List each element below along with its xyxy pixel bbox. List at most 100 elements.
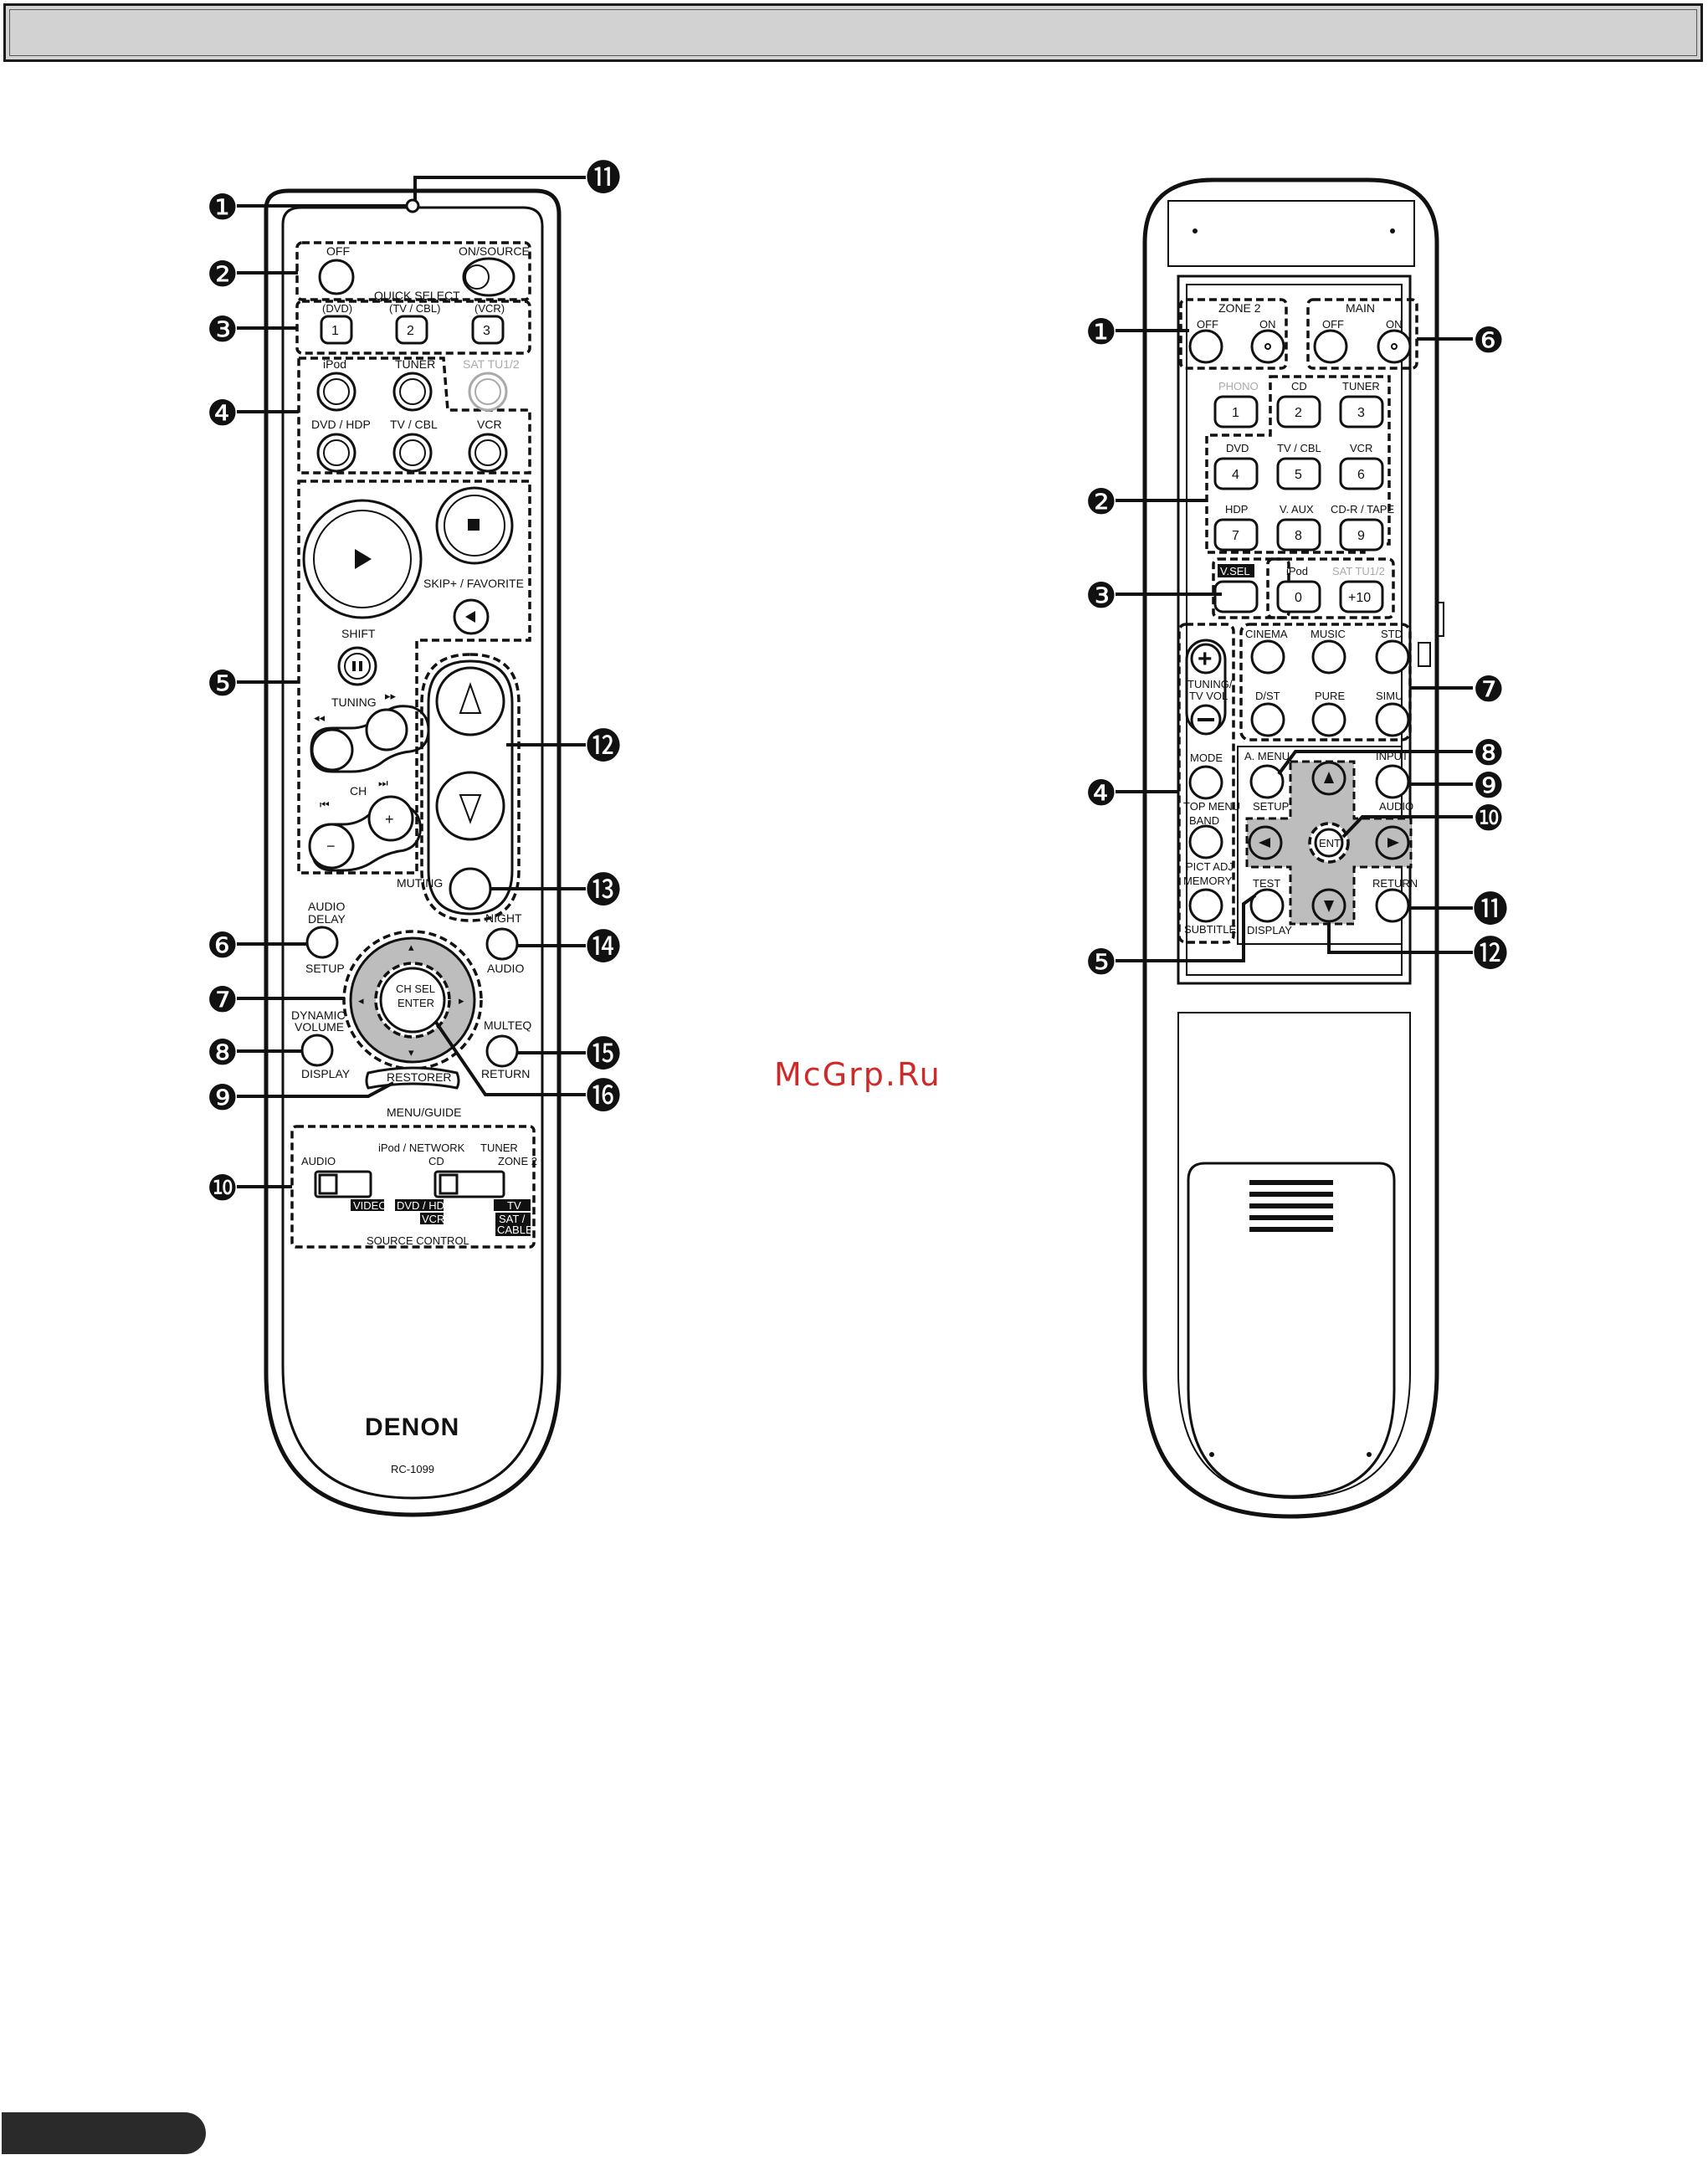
cdr-label: CD-R / TAPE — [1331, 503, 1394, 516]
sw-dvdhdp-label: DVD / HDP — [397, 1199, 452, 1212]
callout-r-1: ❶ — [1085, 312, 1117, 351]
callout-r-8: ❽ — [1473, 733, 1505, 772]
tuner-label-r: TUNER — [1342, 380, 1380, 392]
callout-r-11: ⓫ — [1473, 890, 1508, 929]
quick-select-1-button[interactable] — [320, 315, 353, 345]
std-button[interactable] — [1375, 639, 1410, 675]
ipod-0-button[interactable] — [1276, 580, 1321, 613]
cdr-9-button[interactable] — [1339, 518, 1384, 552]
test-label: TEST — [1253, 877, 1280, 890]
tuner-3-button[interactable] — [1339, 395, 1384, 428]
sw-sat-label: SAT / — [499, 1213, 526, 1225]
cursor-left-icon[interactable]: ◂ — [358, 994, 364, 1007]
main-on-button[interactable] — [1377, 329, 1412, 364]
tuning-up-button[interactable] — [365, 708, 408, 752]
ent-button[interactable] — [1314, 828, 1344, 858]
zone2-off-button[interactable] — [1188, 329, 1223, 364]
pure-label: PURE — [1315, 690, 1345, 702]
input-button[interactable] — [1375, 764, 1410, 799]
quick-select-2-button[interactable] — [395, 315, 428, 345]
dynamic-volume-button[interactable] — [300, 1034, 334, 1067]
cd-2-button[interactable] — [1276, 395, 1321, 428]
quick-select-3-button[interactable] — [471, 315, 505, 345]
cinema-button[interactable] — [1250, 639, 1285, 675]
skip-favorite-label: SKIP+ / FAVORITE — [423, 577, 524, 590]
shift-label: SHIFT — [341, 627, 376, 640]
sw-tv-label: TV — [507, 1199, 521, 1212]
ch-sel-label: CH SEL — [396, 983, 435, 995]
callout-r-7: ❼ — [1473, 670, 1505, 709]
memory-button[interactable] — [1188, 888, 1223, 923]
volume-up-button[interactable] — [435, 666, 505, 736]
ch-sel-enter-button[interactable] — [379, 967, 446, 1034]
ch-plus-button[interactable] — [367, 795, 414, 842]
setup-label: SETUP — [305, 962, 345, 975]
main-off-button[interactable] — [1313, 329, 1348, 364]
pict-adj-label: PICT ADJ — [1186, 860, 1234, 873]
qs1-label: 1 — [331, 324, 339, 338]
callout-r-2: ❷ — [1085, 482, 1117, 521]
audio-delay-label-1: AUDIO — [308, 900, 345, 913]
callout-13: ⓭ — [586, 870, 621, 910]
zone2-label: ZONE 2 — [1218, 301, 1261, 315]
pure-button[interactable] — [1311, 702, 1346, 737]
simu-button[interactable] — [1375, 702, 1410, 737]
plus10-label: +10 — [1348, 591, 1371, 605]
n5-label: 5 — [1295, 468, 1302, 482]
tvvol-label: TV VOL — [1189, 690, 1228, 702]
mode-label: MODE — [1190, 752, 1223, 764]
mode-button[interactable] — [1188, 765, 1223, 800]
vaux-8-button[interactable] — [1276, 518, 1321, 552]
volume-down-button[interactable] — [435, 771, 505, 841]
callout-11: ⓫ — [586, 158, 621, 198]
ch-minus-button[interactable] — [308, 823, 355, 870]
remote-right: ZONE 2 OFF ON MAIN OFF ON PHONO 1 CD 2 T… — [1085, 177, 1508, 1519]
cursor-right-icon[interactable]: ▸ — [459, 994, 464, 1007]
amenu-label: A. MENU — [1244, 750, 1290, 762]
phono-1-button[interactable] — [1213, 395, 1259, 428]
ipod-label-r: iPod — [1286, 565, 1308, 577]
vcr-6-button[interactable] — [1339, 457, 1384, 490]
band-button[interactable] — [1188, 824, 1223, 859]
night-button[interactable] — [485, 927, 519, 961]
music-button[interactable] — [1311, 639, 1346, 675]
cursor-up-icon[interactable]: ▴ — [408, 941, 414, 953]
return-button[interactable] — [1375, 888, 1410, 923]
callout-r-5: ❺ — [1085, 942, 1117, 982]
muting-label: MUTING — [397, 876, 443, 890]
n2-label: 2 — [1295, 406, 1302, 420]
simu-label: SIMU — [1376, 690, 1403, 702]
muting-button[interactable] — [449, 867, 492, 911]
amenu-button[interactable] — [1249, 764, 1285, 799]
vsel-button[interactable] — [1213, 580, 1259, 613]
plus10-button[interactable] — [1339, 580, 1384, 613]
test-button[interactable] — [1249, 888, 1285, 923]
volume-down-icon — [459, 794, 482, 824]
zone2-on-button[interactable] — [1250, 329, 1285, 364]
multeq-button[interactable] — [485, 1034, 519, 1068]
audio-delay-button[interactable] — [305, 926, 339, 959]
main-off-label: OFF — [1322, 318, 1344, 331]
cursor-down-icon[interactable]: ▾ — [408, 1046, 414, 1059]
tuning-plus-button[interactable] — [1190, 643, 1222, 675]
tvcbl-5-button[interactable] — [1276, 457, 1321, 490]
page-header-bar — [3, 3, 1703, 62]
audio-delay-label-2: DELAY — [308, 912, 346, 926]
restorer-button[interactable] — [365, 1066, 460, 1090]
minus-icon — [1198, 718, 1214, 721]
page-number-tab — [2, 2112, 206, 2154]
callout-r-9: ❾ — [1473, 766, 1505, 805]
tuning-down-button[interactable] — [310, 728, 354, 772]
off-button[interactable] — [318, 259, 355, 295]
night-label: NIGHT — [485, 911, 522, 925]
down-arrow-icon — [1324, 900, 1334, 912]
dst-button[interactable] — [1250, 702, 1285, 737]
on-source-label: ON/SOURCE — [459, 244, 530, 258]
dvd-4-button[interactable] — [1213, 457, 1259, 490]
enter-label: ENTER — [398, 997, 434, 1009]
tv-cbl-label: TV / CBL — [390, 418, 438, 431]
qs2-sub-label: (TV / CBL) — [389, 302, 440, 315]
callout-2: ❷ — [207, 254, 239, 294]
hdp-7-button[interactable] — [1213, 518, 1259, 552]
svg-text:⏭: ⏭ — [378, 777, 388, 789]
